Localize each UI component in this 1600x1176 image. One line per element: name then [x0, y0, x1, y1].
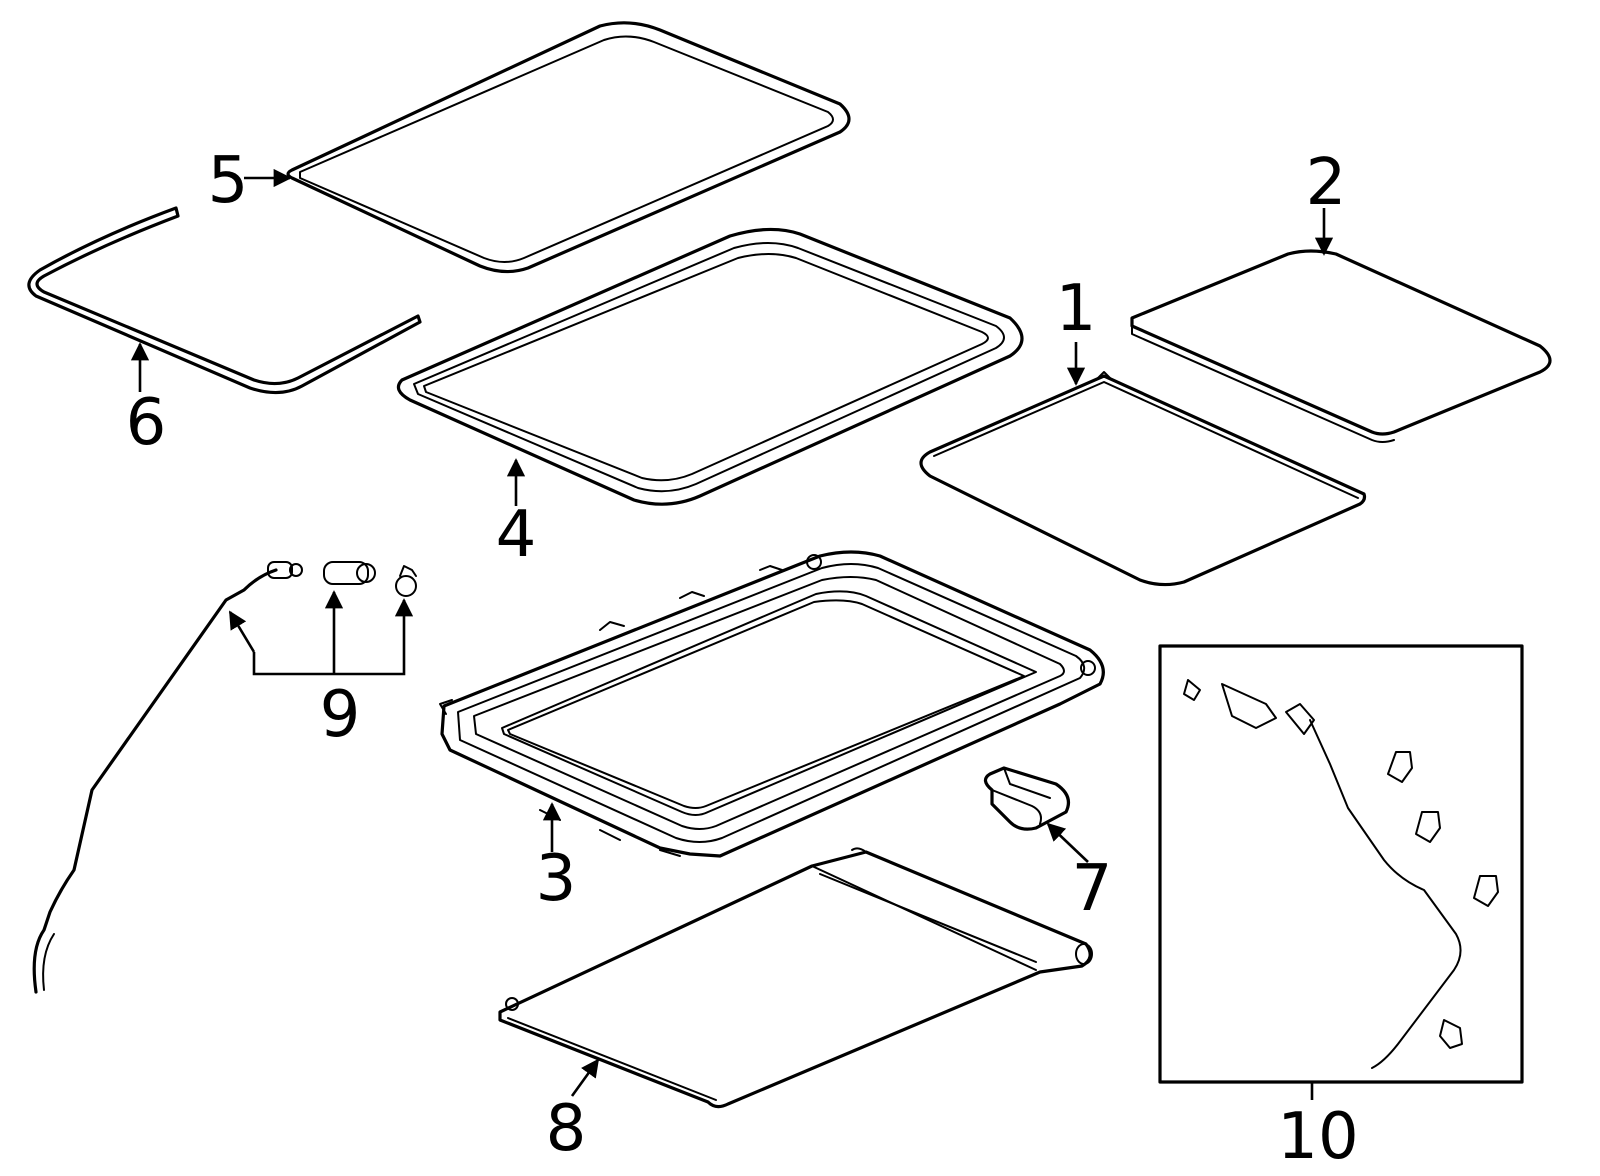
- callout-10: 10: [1277, 1100, 1358, 1174]
- callout-6: 6: [126, 386, 167, 460]
- callout-labels: 1 2 3 4 5 6 7 8 9 10: [126, 144, 1359, 1174]
- callout-9: 9: [320, 678, 361, 752]
- callout-1: 1: [1056, 272, 1097, 346]
- leader-8: [570, 1058, 600, 1097]
- sunroof-frame-part[interactable]: [439, 550, 1105, 858]
- leader-7: [1046, 822, 1089, 863]
- callout-8: 8: [546, 1092, 587, 1166]
- callout-5: 5: [208, 144, 249, 218]
- glass-weatherstrip-part[interactable]: [286, 21, 851, 274]
- drain-hose-set-part[interactable]: [32, 561, 417, 994]
- leader-9-right: [252, 598, 414, 676]
- sunroof-motor-part[interactable]: [983, 766, 1070, 831]
- glass-panel-part[interactable]: [919, 371, 1367, 587]
- leader-lines: [130, 168, 1334, 1100]
- callout-7: 7: [1072, 852, 1113, 926]
- drain-hose-kit-box[interactable]: [1158, 644, 1524, 1084]
- callout-2: 2: [1306, 146, 1347, 220]
- leader-9-left: [228, 610, 256, 653]
- callout-4: 4: [496, 498, 537, 572]
- roller-sunshade-part[interactable]: [498, 847, 1093, 1109]
- roof-seal-part[interactable]: [27, 206, 422, 395]
- callout-3: 3: [536, 842, 577, 916]
- sunshade-panel-part[interactable]: [1130, 249, 1552, 443]
- frame-seal-part[interactable]: [396, 227, 1024, 506]
